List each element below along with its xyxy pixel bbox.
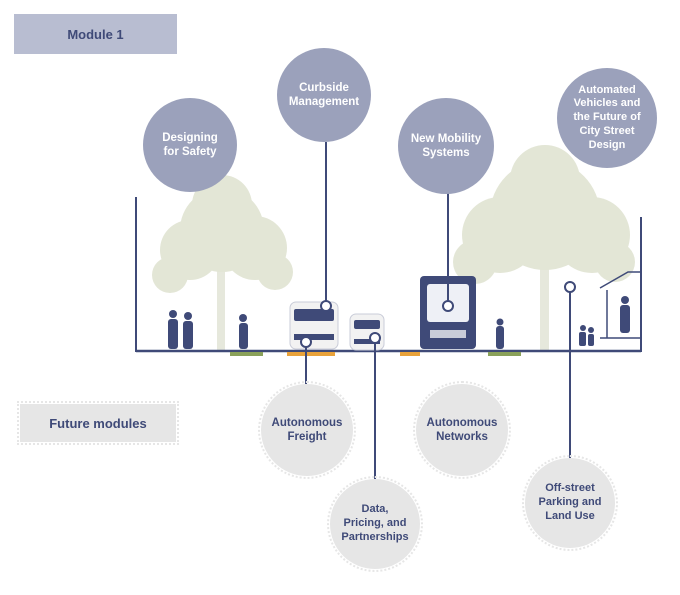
bubble-new-mobility-systems: New Mobility Systems (398, 98, 494, 194)
bubble-data-pricing-partnerships: Data, Pricing, and Partnerships (327, 476, 423, 572)
bubble-curbside-management: Curbside Management (277, 48, 371, 142)
bubble-autonomous-freight: Autonomous Freight (258, 381, 356, 479)
tree-right (453, 145, 635, 350)
delivery-van (289, 301, 339, 350)
bubble-designing-for-safety: Designing for Safety (143, 98, 237, 192)
marker-data (369, 332, 381, 344)
bubble-automated-vehicles: Automated Vehicles and the Future of Cit… (557, 68, 657, 168)
curb-zone-center (400, 352, 420, 356)
storefront (599, 271, 641, 339)
planter-right (488, 352, 521, 356)
marker-mobility (442, 300, 454, 312)
curb-zone-left (287, 352, 335, 356)
planter-left (230, 352, 263, 356)
marker-curbside (320, 300, 332, 312)
autonomous-car (349, 313, 385, 351)
bubble-offstreet-parking: Off-street Parking and Land Use (522, 455, 618, 551)
future-modules-label: Future modules (17, 401, 179, 445)
bubble-autonomous-networks: Autonomous Networks (413, 381, 511, 479)
marker-parking (564, 281, 576, 293)
marker-freight (300, 336, 312, 348)
tree-left (152, 175, 293, 350)
pedestrians (168, 296, 630, 349)
module-1-label: Module 1 (14, 14, 177, 54)
